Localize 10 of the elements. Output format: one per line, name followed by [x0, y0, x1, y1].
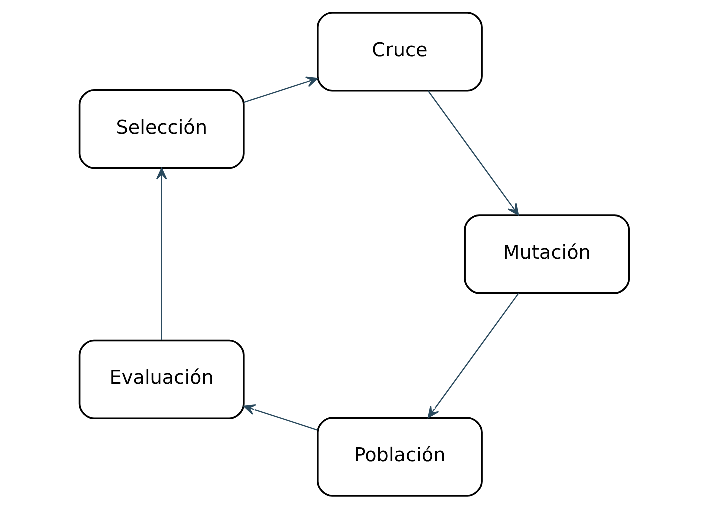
- arrow: [427, 90, 519, 216]
- node-box: Población: [316, 417, 482, 497]
- arrow: [427, 293, 519, 418]
- arrow: [243, 404, 318, 431]
- node-box: Selección: [78, 89, 244, 170]
- node-box: Cruce: [316, 12, 482, 92]
- node-box: Mutación: [464, 214, 630, 294]
- arrow: [243, 76, 318, 104]
- arrow: [156, 168, 167, 341]
- node-box: Evaluación: [78, 340, 244, 420]
